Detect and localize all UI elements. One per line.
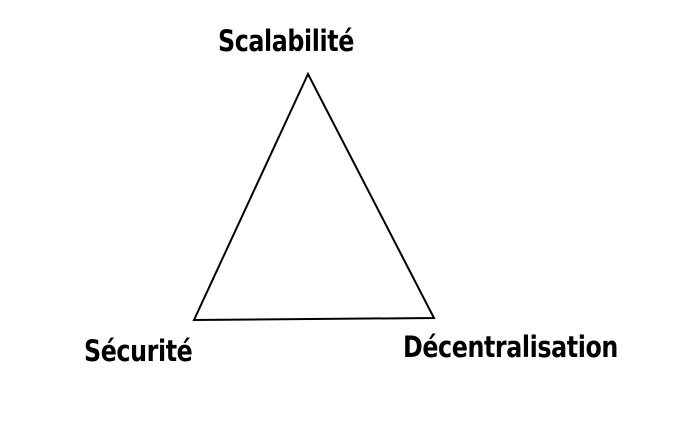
triangle (192, 71, 436, 322)
label-decentralisation: Décentralisation (403, 330, 618, 364)
label-securite: Sécurité (84, 334, 193, 368)
label-scalabilite: Scalabilité (218, 24, 354, 58)
